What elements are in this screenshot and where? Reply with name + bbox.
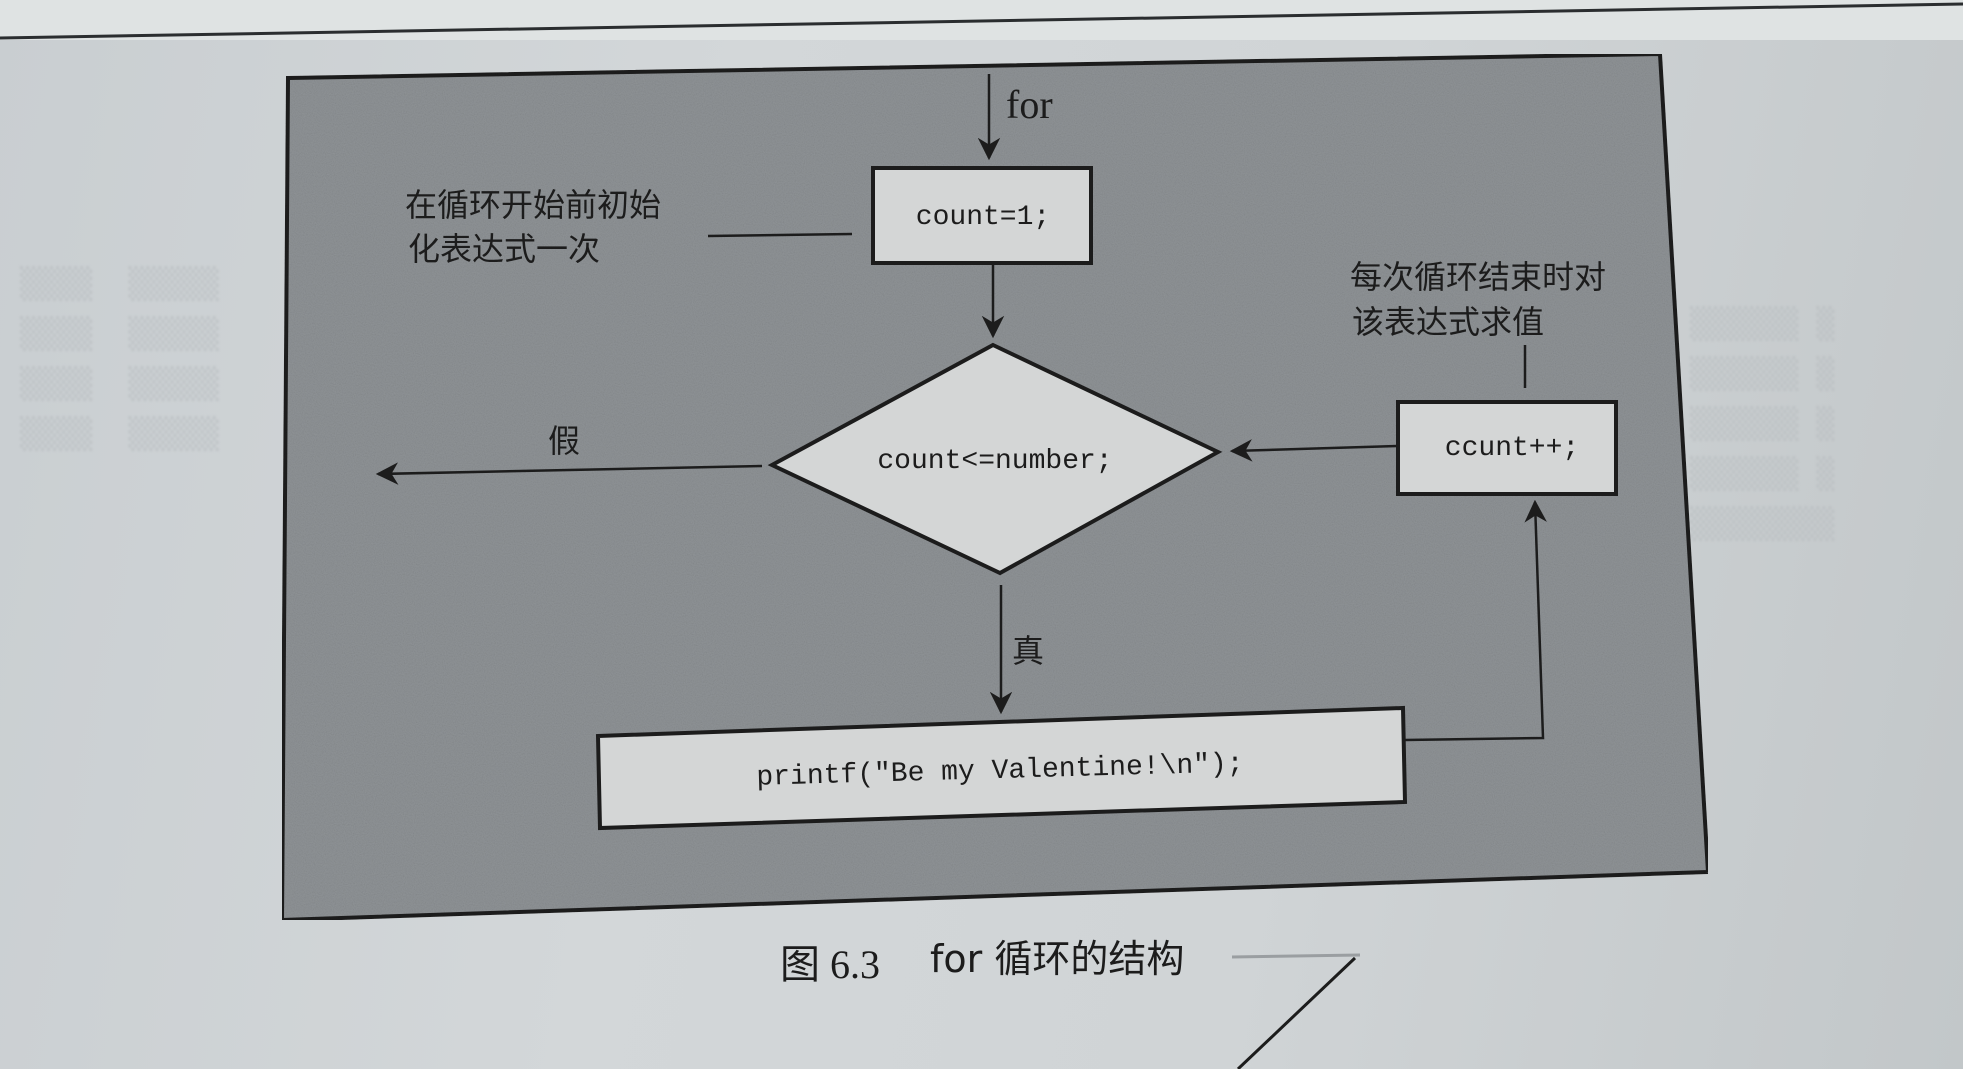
condition-diamond [767,342,1223,576]
init-box [871,166,1093,265]
init-annotation-line2: 化表达式一次 [408,230,600,268]
update-box-text: ccunt++; [1445,433,1579,464]
margin-pen-stroke [1236,956,1357,1069]
entry-label: for [1006,82,1053,127]
init-annotation-line1: 在循环开始前初始 [405,186,661,224]
caption-underline-faint [1231,953,1361,959]
page-rule [0,2,1963,40]
init-box-text: count=1; [916,202,1050,233]
condition-text: count<=number; [877,446,1112,477]
update-to-condition-arrow [1229,439,1398,462]
update-annotation-line2: 该表达式求值 [1352,303,1544,341]
body-to-update-arrow [1404,499,1547,742]
update-annotation-line1: 每次循环结束时对 [1350,258,1606,296]
caption-title: for 循环的结构 [930,937,1184,981]
true-label: 真 [1012,632,1044,670]
false-branch-arrow [375,462,763,485]
body-box [595,705,1408,831]
false-label: 假 [548,422,580,460]
init-annotation-leader [707,232,853,238]
caption-number: 图 6.3 [780,942,880,987]
bleed-through-text-right: ▒▒▒▒▒▒ ▒ ▒▒▒▒▒▒ ▒ ▒▒▒▒▒▒ ▒ ▒▒▒▒▒▒ ▒ ▒▒▒▒… [1690,307,1835,542]
bleed-through-text-left: ▒▒▒▒ ▒▒▒▒▒ ▒▒▒▒ ▒▒▒▒▒ ▒▒▒▒ ▒▒▒▒▒ ▒▒▒▒ ▒▒… [20,267,219,452]
update-box [1396,400,1618,496]
